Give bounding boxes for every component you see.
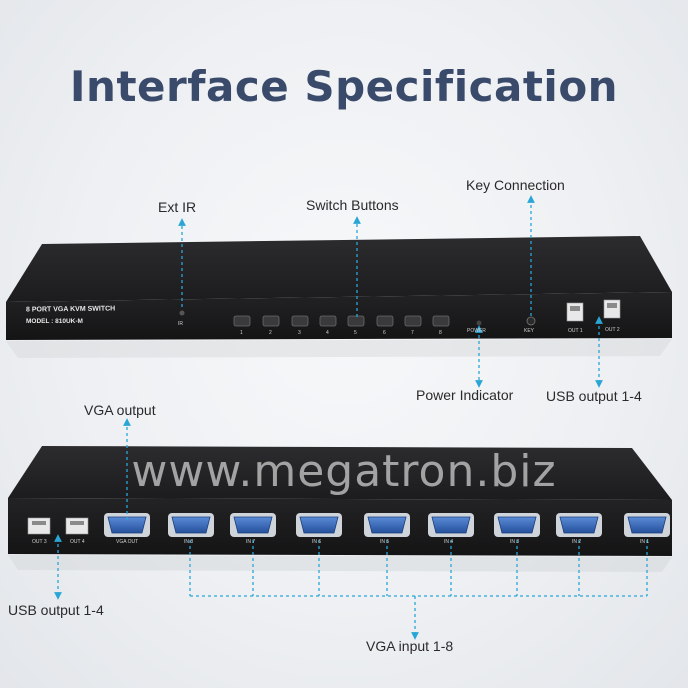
ir-sensor [179,310,185,316]
switch-button-4 [319,315,337,327]
product-name-label: 8 PORT VGA KVM SWITCH [25,305,116,314]
power-led [476,320,482,326]
callout-lines [54,195,648,640]
power-label: POWER [467,328,486,334]
switch-button-1 [233,315,251,327]
vga-in-port-3 [494,513,540,537]
vga-in-port-4 [428,513,474,537]
usb-port-out3 [27,517,51,535]
vga-in6-label: IN 6 [312,539,322,545]
button-label-4: 4 [326,330,329,336]
page-title: Interface Specification [69,62,619,111]
usb-out1-label: OUT 1 [568,328,583,334]
usb-port-out2 [603,299,621,319]
key-connection-callout: Key Connection [466,177,565,193]
switch-button-2 [262,315,280,327]
usb-out3-label: OUT 3 [32,539,47,545]
usb-output-back-callout: USB output 1-4 [8,602,104,618]
button-label-3: 3 [298,330,301,336]
vga-in3-label: IN 3 [510,539,520,545]
vga-in-port-7 [230,513,276,537]
vga-in-port-2 [556,513,602,537]
usb-output-front-callout: USB output 1-4 [546,388,642,404]
switch-buttons-callout: Switch Buttons [306,197,399,213]
front-device-face [6,292,672,340]
vga-in-port-1 [624,513,670,537]
vga-in-port-6 [296,513,342,537]
vga-input-callout: VGA input 1-8 [366,638,454,654]
button-label-1: 1 [240,330,243,336]
back-device [8,446,672,572]
front-device-reflection [6,339,672,358]
switch-button-6 [376,315,394,327]
back-device-reflection [8,555,672,572]
switch-button-8 [432,315,450,327]
front-device [6,236,672,358]
key-port [526,316,536,326]
key-label: KEY [524,328,535,334]
watermark: www.megatron.biz [131,446,557,497]
button-label-8: 8 [439,330,442,336]
vga-in8-label: IN 8 [184,539,194,545]
model-label: MODEL : 810UK-M [26,318,83,325]
vga-out-label: VGA OUT [116,539,139,545]
vga-in4-label: IN 4 [444,539,454,545]
vga-in2-label: IN 2 [572,539,582,545]
button-label-5: 5 [354,330,357,336]
switch-button-7 [404,315,422,327]
ext-ir-callout: Ext IR [158,199,197,215]
back-device-top [8,446,672,500]
power-indicator-callout: Power Indicator [416,387,514,403]
switch-buttons-group [233,315,450,327]
button-label-7: 7 [411,330,414,336]
switch-button-5 [347,315,365,327]
usb-out2-label: OUT 2 [605,327,620,333]
usb-port-out1 [566,302,584,322]
vga-in-port-8 [168,513,214,537]
button-label-6: 6 [383,330,386,336]
vga-in5-label: IN 5 [380,539,390,545]
vga-out-port [104,513,150,537]
usb-out4-label: OUT 4 [70,539,85,545]
usb-port-out4 [65,517,89,535]
vga-in7-label: IN 7 [246,539,256,545]
button-label-2: 2 [269,330,272,336]
vga-in-port-5 [364,513,410,537]
ir-label: IR [178,321,183,327]
vga-output-callout: VGA output [84,402,156,418]
switch-button-3 [291,315,309,327]
vga-input-bracket [189,540,648,640]
front-device-top [6,236,672,302]
vga-in1-label: IN 1 [640,539,650,545]
